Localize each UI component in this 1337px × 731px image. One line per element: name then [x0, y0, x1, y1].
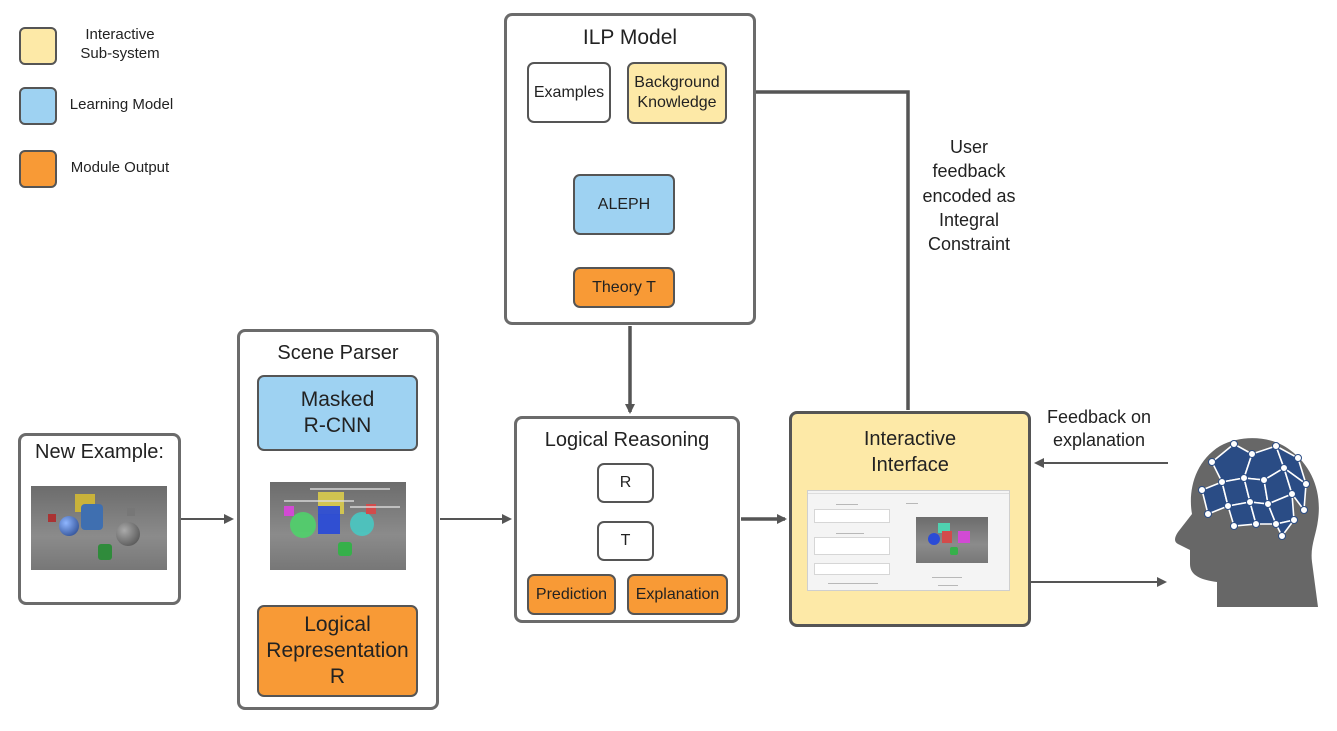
green-cylinder-shape	[98, 544, 112, 560]
aleph-node: ALEPH	[573, 174, 675, 235]
head-with-brain-network-icon	[1172, 432, 1322, 612]
teal-sphere-mask	[350, 512, 374, 536]
legend-swatch-learning	[19, 87, 57, 125]
r-node: R	[597, 463, 654, 503]
logical-reasoning-title: Logical Reasoning	[544, 429, 710, 451]
legend-label-interactive: Interactive Sub-system	[80, 26, 160, 62]
legend-swatch-interactive	[19, 27, 57, 65]
background-knowledge-node: Background Knowledge	[627, 62, 727, 124]
red-cube-mask	[366, 504, 376, 514]
magenta-cube-mask	[284, 506, 294, 516]
red-cube-shape	[48, 514, 56, 522]
scene-parser-title: Scene Parser	[277, 342, 399, 364]
examples-node: Examples	[527, 62, 611, 123]
segmented-scene-image	[270, 482, 406, 570]
user-feedback-annotation: User feedback encoded as Integral Constr…	[922, 137, 1016, 255]
blue-sphere-shape	[59, 516, 79, 536]
ui-text-area-1	[814, 509, 890, 523]
interface-to-bk-arrow	[738, 87, 910, 410]
theory-node: Theory T	[573, 267, 675, 308]
ilp-model-title: ILP Model	[582, 26, 678, 49]
masked-rcnn-node: Masked R-CNN	[257, 375, 418, 451]
blue-cube-mask	[318, 506, 340, 534]
prediction-node: Prediction	[527, 574, 616, 615]
detection-label-lines-3	[350, 506, 400, 508]
new-example-image	[31, 486, 167, 570]
ui-text-area-2	[814, 537, 890, 555]
small-gray-cube-shape	[127, 508, 135, 516]
explanation-node: Explanation	[627, 574, 728, 615]
blue-cylinder-shape	[81, 504, 103, 530]
legend-label-learning: Learning Model	[69, 96, 174, 113]
detection-label-lines	[310, 488, 390, 490]
interface-screenshot	[807, 490, 1010, 591]
ui-text-area-3	[814, 563, 890, 575]
green-sphere-mask	[290, 512, 316, 538]
gray-sphere-shape	[116, 522, 140, 546]
ui-scene-thumbnail	[916, 517, 988, 563]
logical-representation-node: Logical Representation R	[257, 605, 418, 697]
new-example-title: New Example:	[35, 441, 164, 463]
interactive-interface-title: Interactive Interface	[863, 428, 957, 476]
legend-label-output: Module Output	[70, 159, 170, 176]
green-cylinder-mask	[338, 542, 352, 556]
detection-label-lines-2	[284, 500, 354, 502]
t-node: T	[597, 521, 654, 561]
feedback-on-explanation-annotation: Feedback on explanation	[1046, 407, 1152, 451]
legend-swatch-output	[19, 150, 57, 188]
